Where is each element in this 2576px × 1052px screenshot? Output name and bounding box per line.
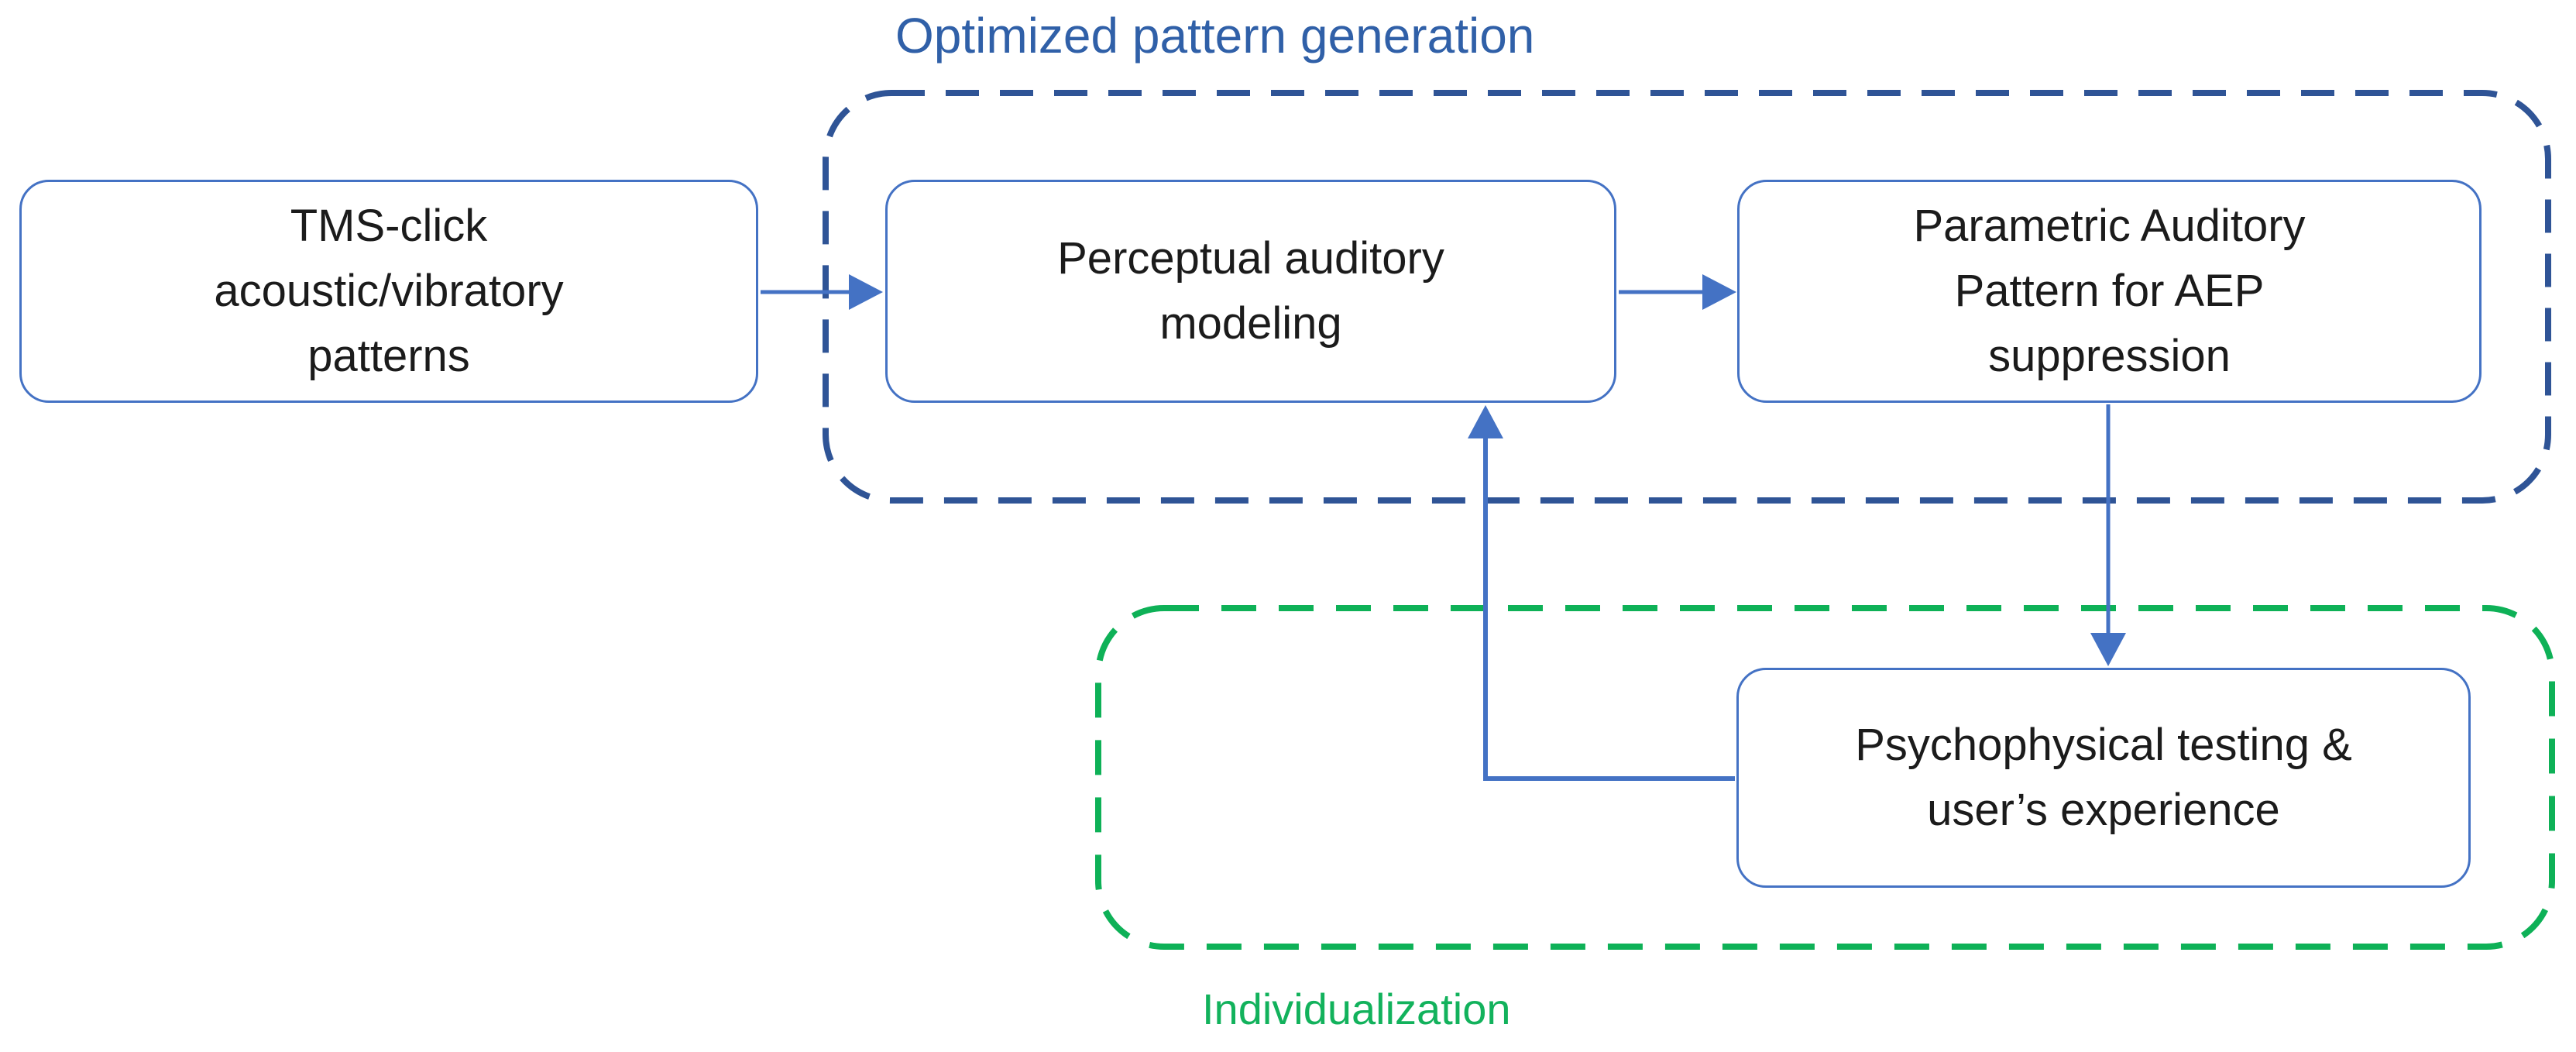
arrow-tms-to-perceptual-head-icon [849, 274, 883, 310]
node-tms-click-patterns: TMS-click acoustic/vibratory patterns [19, 180, 758, 403]
optimized-group-label: Optimized pattern generation [895, 8, 1535, 64]
node-perceptual-auditory-modeling: Perceptual auditory modeling [885, 180, 1616, 403]
arrow-perceptual-to-parametric-head-icon [1702, 274, 1736, 310]
node-parametric-auditory-pattern: Parametric Auditory Pattern for AEP supp… [1737, 180, 2482, 403]
arrow-parametric-to-psychophysical-head-icon [2090, 633, 2126, 666]
individualization-group-label: Individualization [1202, 985, 1511, 1033]
node-psychophysical-testing: Psychophysical testing & user’s experien… [1736, 668, 2471, 888]
arrow-psychophysical-to-perceptual-elbow-line [1483, 438, 1735, 781]
arrow-psychophysical-to-perceptual-head-icon [1468, 405, 1503, 438]
